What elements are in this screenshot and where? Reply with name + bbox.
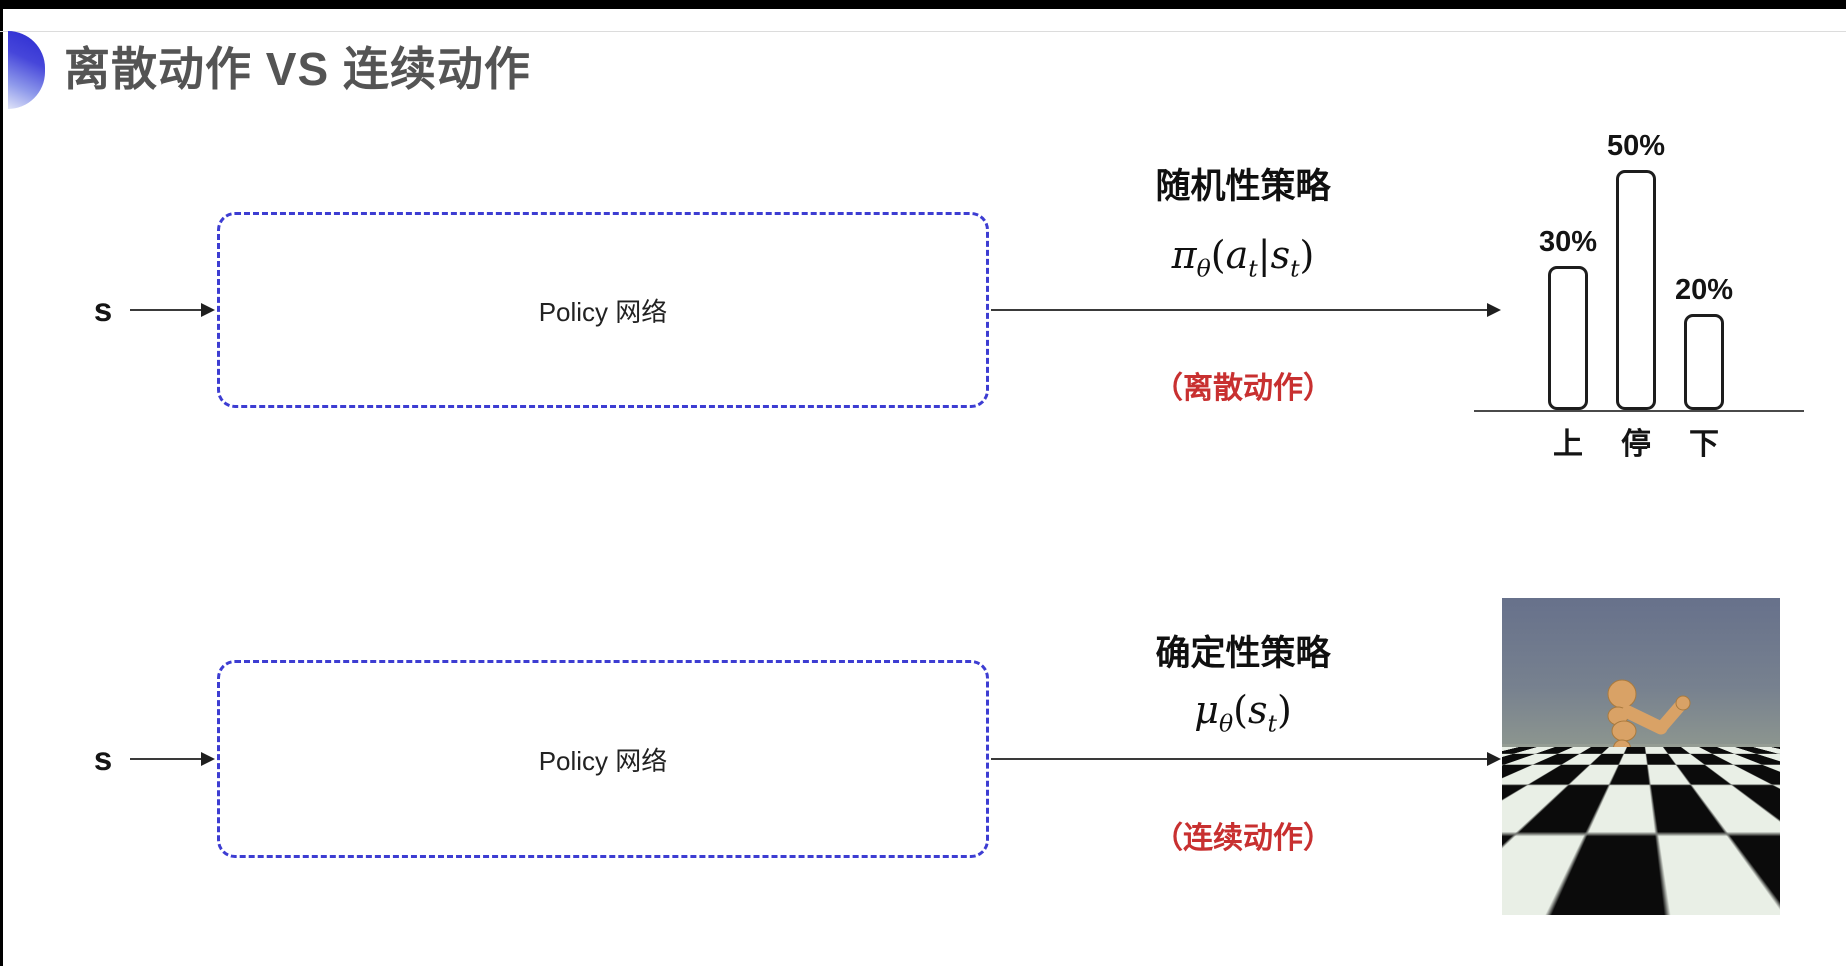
arrow-state-to-policy-bottom	[130, 752, 215, 766]
category-label-stop: 停	[1621, 428, 1651, 461]
bar-group-down: 20%	[1644, 274, 1764, 410]
category-label-down: 下	[1689, 428, 1719, 461]
stochastic-policy-formula: πθ(at|st)	[1088, 233, 1398, 283]
bar-group-up: 30%	[1508, 226, 1628, 410]
humanoid-robot-figure	[1587, 679, 1691, 871]
discrete-action-label: （离散动作）	[1153, 372, 1333, 405]
formula-conditional-bar: |	[1257, 233, 1271, 277]
bar-value-label: 30%	[1538, 226, 1598, 258]
bar	[1684, 314, 1724, 410]
state-input-label-bottom: s	[93, 740, 113, 777]
state-input-label-top: s	[93, 291, 113, 328]
arrow-policy-to-output-bottom	[991, 752, 1501, 766]
formula-arg1-subscript: t	[1267, 709, 1277, 738]
policy-network-box-bottom: Policy 网络	[217, 660, 989, 858]
chart-baseline	[1474, 410, 1804, 412]
formula-arg1: a	[1225, 233, 1249, 277]
stochastic-policy-title: 随机性策略	[1155, 167, 1331, 206]
formula-arg1-subscript: t	[1248, 254, 1258, 283]
policy-network-label-bottom: Policy 网络	[538, 745, 668, 776]
arrow-state-to-policy-top	[130, 303, 215, 317]
continuous-action-label: （连续动作）	[1153, 822, 1333, 855]
bar-value-label: 20%	[1674, 274, 1734, 306]
bar	[1616, 170, 1656, 410]
frame-top-edge	[0, 0, 1846, 9]
floor-reflection-glow	[1548, 866, 1668, 902]
policy-network-box-top: Policy 网络	[217, 212, 989, 408]
formula-symbol: π	[1171, 233, 1197, 277]
bar-group-stop: 50%	[1576, 130, 1696, 410]
formula-symbol-subscript: θ	[1218, 709, 1234, 738]
header-divider-line	[0, 31, 1846, 32]
formula-symbol-subscript: θ	[1196, 254, 1211, 283]
formula-open-paren: (	[1210, 233, 1226, 277]
formula-arg1: s	[1247, 688, 1268, 732]
formula-arg2-subscript: t	[1290, 254, 1300, 283]
bar	[1548, 266, 1588, 410]
bar-value-label: 50%	[1606, 130, 1666, 162]
formula-arg2: s	[1270, 233, 1291, 277]
page-title: 离散动作 VS 连续动作	[64, 43, 531, 95]
mujoco-humanoid-image	[1502, 598, 1780, 915]
frame-left-edge	[0, 0, 3, 966]
policy-network-label-top: Policy 网络	[538, 296, 668, 327]
formula-close-paren: )	[1299, 233, 1315, 277]
deterministic-policy-title: 确定性策略	[1155, 634, 1331, 673]
title-bullet-decoration	[8, 31, 45, 109]
formula-close-paren: )	[1276, 688, 1292, 732]
arrow-policy-to-output-top	[991, 303, 1501, 317]
horizon-haze	[1502, 744, 1780, 762]
formula-symbol: μ	[1194, 688, 1219, 732]
deterministic-policy-formula: μθ(st)	[1088, 688, 1398, 738]
formula-open-paren: (	[1233, 688, 1248, 732]
category-label-up: 上	[1553, 428, 1583, 461]
